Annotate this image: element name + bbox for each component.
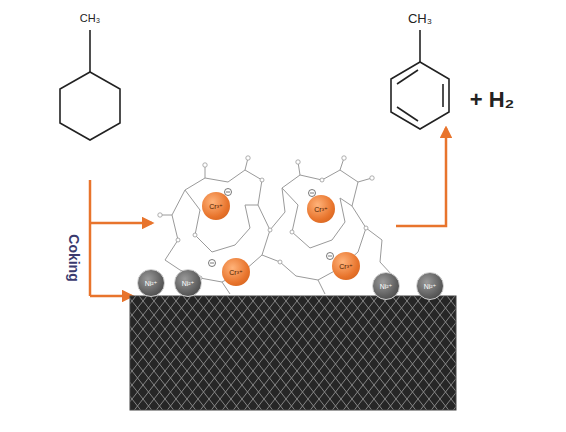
nickel-ion-sphere: Ni²⁺ bbox=[137, 269, 165, 297]
framework-atoms bbox=[158, 156, 374, 280]
nickel-ion-sphere: Ni²⁺ bbox=[174, 269, 202, 297]
ion-label: Ni²⁺ bbox=[145, 280, 158, 287]
ion-label: Cr³⁺ bbox=[229, 269, 242, 276]
ion-label: Ni²⁺ bbox=[380, 283, 393, 290]
ion-label: Cr³⁺ bbox=[209, 203, 222, 210]
nickel-ion-sphere: Ni²⁺ bbox=[416, 272, 444, 300]
ion-label: Cr³⁺ bbox=[339, 263, 352, 270]
formula-label: + H₂ bbox=[470, 89, 515, 111]
metal-ion-sphere: Cr³⁺ bbox=[307, 195, 335, 223]
formula-label: CH₃ bbox=[80, 13, 100, 24]
ion-label: Ni²⁺ bbox=[182, 280, 195, 287]
carbon-nanotube-support bbox=[130, 296, 456, 410]
process-label: Coking bbox=[67, 232, 81, 283]
reaction-arrows bbox=[90, 128, 446, 296]
ion-label: Ni²⁺ bbox=[424, 283, 437, 290]
metal-ion-sphere: Cr³⁺ bbox=[222, 258, 250, 286]
formula-label: CH₃ bbox=[408, 12, 432, 25]
ion-label: Cr³⁺ bbox=[314, 206, 327, 213]
toluene bbox=[391, 30, 449, 129]
methylcyclohexane bbox=[60, 30, 120, 140]
metal-ion-sphere: Cr³⁺ bbox=[202, 192, 230, 220]
nickel-ion-sphere: Ni²⁺ bbox=[372, 272, 400, 300]
metal-ion-sphere: Cr³⁺ bbox=[332, 252, 360, 280]
